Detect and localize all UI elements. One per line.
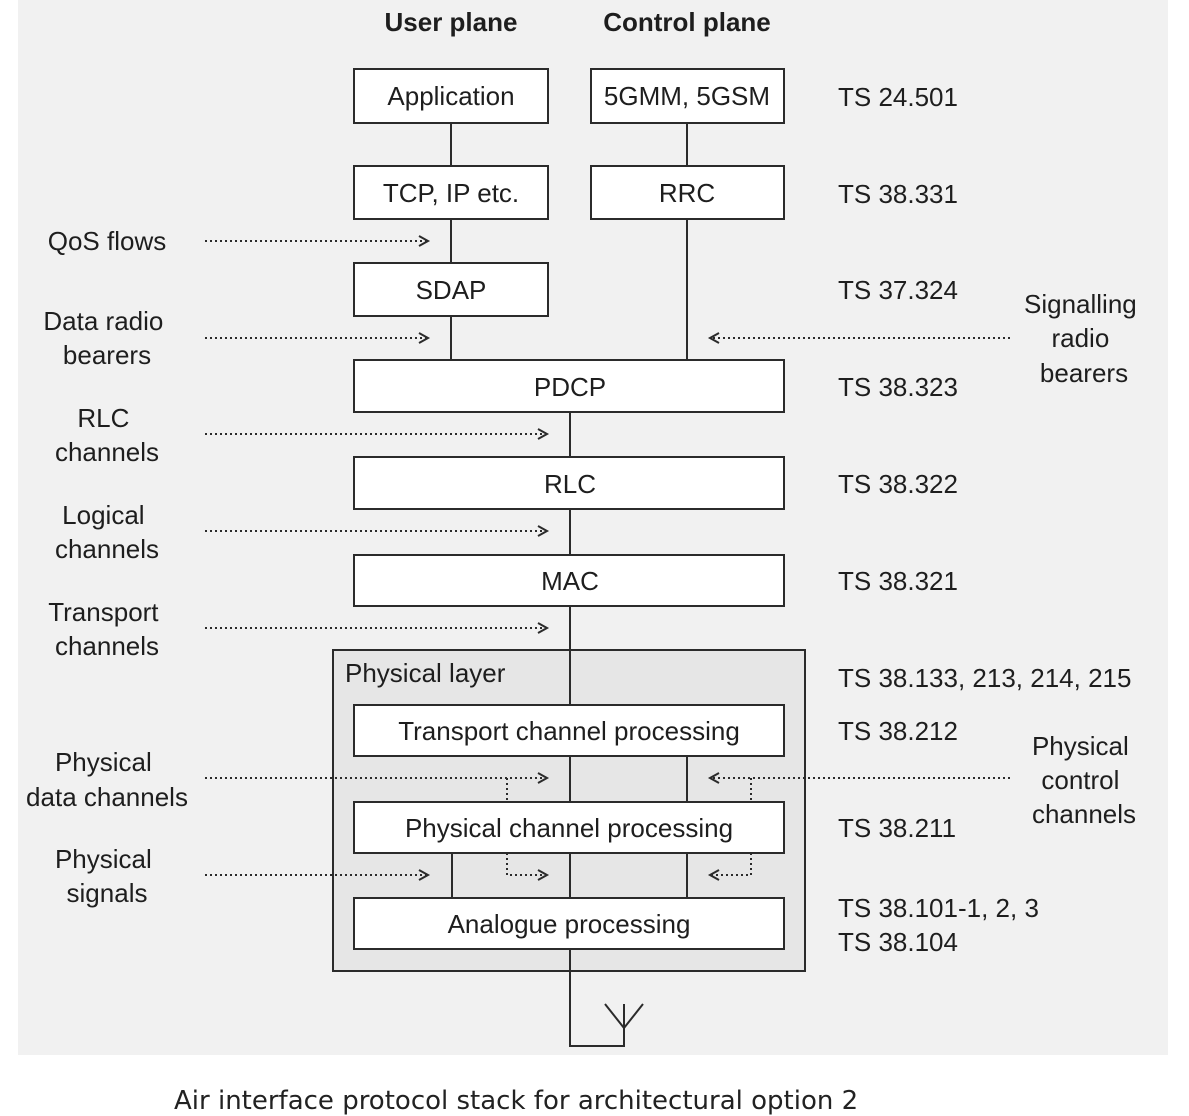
spec-ts-38-101: TS 38.101-1, 2, 3: [838, 893, 1039, 923]
connector-lines: [450, 123, 688, 1047]
dotted-branch-connectors: [506, 778, 752, 881]
tcp-ip-label: TCP, IP etc.: [383, 178, 519, 208]
tcp-ip-box: [353, 165, 549, 220]
application-box: [353, 68, 549, 124]
qos-flows-label: QoS flows: [48, 226, 167, 256]
spec-references: TS 24.501 TS 38.331 TS 37.324 TS 38.323 …: [838, 82, 1131, 957]
spec-ts-37-324: TS 37.324: [838, 275, 958, 305]
arrowhead-right-icon: [537, 772, 550, 784]
dotted-arrows-left: [205, 235, 550, 881]
arrowhead-left-icon: [707, 332, 720, 344]
figure-caption: Air interface protocol stack for archite…: [174, 1086, 859, 1116]
analogue-processing-box: [353, 897, 785, 950]
application-label: Application: [387, 81, 514, 111]
rlc-channels-label: RLC channels: [55, 403, 159, 467]
physical-layer-label: Physical layer: [345, 658, 506, 688]
arrowhead-right-icon: [537, 525, 550, 537]
spec-ts-38-331: TS 38.331: [838, 179, 958, 209]
sdap-label: SDAP: [416, 275, 487, 305]
protocol-boxes: [353, 68, 785, 950]
physical-processing-box: [353, 801, 785, 854]
arrowhead-right-icon: [537, 428, 550, 440]
rrc-box: [590, 165, 785, 220]
transport-processing-label: Transport channel processing: [398, 716, 740, 746]
control-signal-branch: [712, 853, 752, 876]
user-plane-header: User plane: [385, 7, 518, 37]
arrowhead-left-icon: [707, 869, 720, 881]
control-plane-header: Control plane: [603, 7, 771, 37]
pdcp-label: PDCP: [534, 372, 606, 402]
data-radio-bearers-label: Data radio bearers: [43, 306, 170, 370]
spec-ts-24-501: TS 24.501: [838, 82, 958, 112]
rrc-label: RRC: [659, 178, 715, 208]
spec-ts-38-133-group: TS 38.133, 213, 214, 215: [838, 663, 1131, 693]
signalling-radio-bearers-label: Signalling radio bearers: [1024, 289, 1144, 388]
gmm-box: [590, 68, 785, 124]
physical-processing-label: Physical channel processing: [405, 813, 733, 843]
mac-box: [353, 554, 785, 607]
gmm-label: 5GMM, 5GSM: [604, 81, 770, 111]
spec-ts-38-322: TS 38.322: [838, 469, 958, 499]
physical-signals-label: Physical signals: [55, 844, 159, 908]
spec-ts-38-211: TS 38.211: [838, 813, 956, 843]
logical-channels-label: Logical channels: [55, 500, 159, 564]
arrowhead-right-icon: [418, 235, 431, 247]
transport-channels-label: Transport channels: [48, 597, 166, 661]
physical-signal-branch: [506, 853, 545, 876]
physical-control-channels-label: Physical control channels: [1032, 731, 1136, 829]
arrowhead-right-icon: [418, 332, 431, 344]
mac-label: MAC: [541, 566, 599, 596]
physical-data-channels-label: Physical data channels: [26, 747, 188, 812]
arrowhead-left-icon: [707, 772, 720, 784]
antenna-icon: [604, 1003, 644, 1030]
rlc-label: RLC: [544, 469, 596, 499]
arrowhead-right-icon: [418, 869, 431, 881]
arrowhead-right-icon: [537, 869, 550, 881]
spec-ts-38-104: TS 38.104: [838, 927, 958, 957]
arrowhead-right-icon: [537, 622, 550, 634]
dotted-arrows-right: [707, 332, 1010, 784]
spec-ts-38-321: TS 38.321: [838, 566, 958, 596]
antenna-feed: [569, 949, 625, 1047]
rlc-box: [353, 456, 785, 510]
analogue-processing-label: Analogue processing: [448, 909, 691, 939]
sdap-box: [353, 262, 549, 317]
left-channel-labels: QoS flows Data radio bearers RLC channel…: [26, 226, 188, 908]
spec-ts-38-212: TS 38.212: [838, 716, 958, 746]
right-channel-labels: Signalling radio bearers Physical contro…: [1024, 289, 1144, 829]
pdcp-box: [353, 359, 785, 413]
transport-processing-box: [353, 704, 785, 757]
spec-ts-38-323: TS 38.323: [838, 372, 958, 402]
